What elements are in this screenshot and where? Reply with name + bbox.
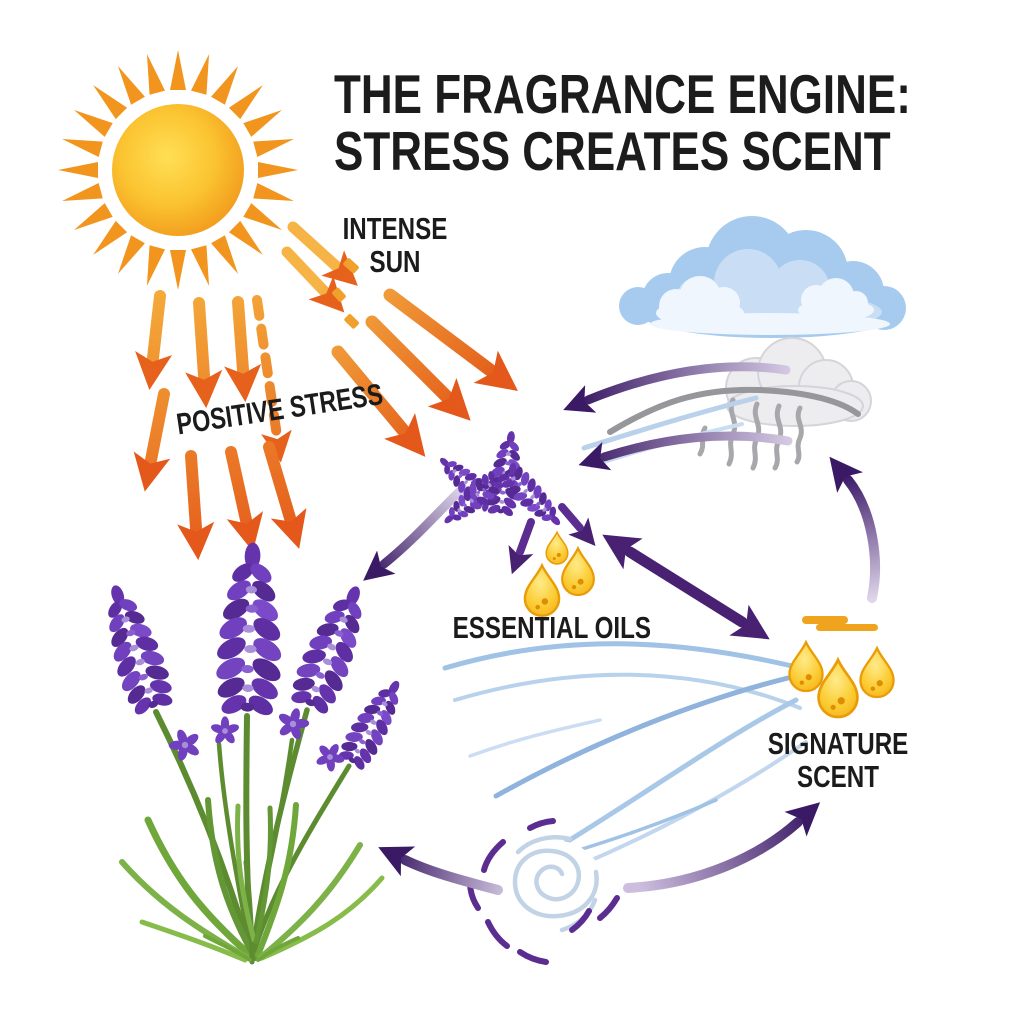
scent-to-cloud-arrow xyxy=(829,456,880,603)
label-essential-oils: ESSENTIAL OILS xyxy=(452,610,652,645)
swirl-to-plant-arrow xyxy=(378,846,503,895)
page-title: THE FRAGRANCE ENGINE: STRESS CREATES SCE… xyxy=(334,66,1024,180)
scent-swirl-icon xyxy=(467,818,620,965)
sun-icon xyxy=(58,50,298,290)
scent-burst-dashes xyxy=(467,818,620,965)
cloud-to-sprig-arrows xyxy=(563,362,793,471)
storm-cloud-icon xyxy=(607,337,872,471)
signature-scent-drops xyxy=(788,641,895,719)
label-signature-scent: SIGNATURE SCENT xyxy=(767,726,909,795)
sprig-to-plant-arrow xyxy=(363,483,468,581)
swirl-to-scent-arrow xyxy=(623,802,821,893)
wind-lines-scent xyxy=(442,641,808,868)
title-line-1: THE FRAGRANCE ENGINE: xyxy=(334,63,911,125)
sun-ray-arrows xyxy=(133,221,518,561)
label-intense-sun: INTENSE SUN xyxy=(342,211,448,280)
lavender-plant-icon xyxy=(88,541,415,965)
oils-scent-double-arrow xyxy=(602,534,770,640)
oil-dropper-bar-icon xyxy=(802,616,878,631)
title-line-2: STRESS CREATES SCENT xyxy=(334,120,891,182)
lavender-sprig-icon xyxy=(430,428,571,536)
cycle-arrows xyxy=(378,456,880,895)
sprig-to-oil-arrows xyxy=(508,503,596,575)
essential-oil-drops xyxy=(523,531,595,617)
blue-cloud-icon xyxy=(619,216,906,338)
